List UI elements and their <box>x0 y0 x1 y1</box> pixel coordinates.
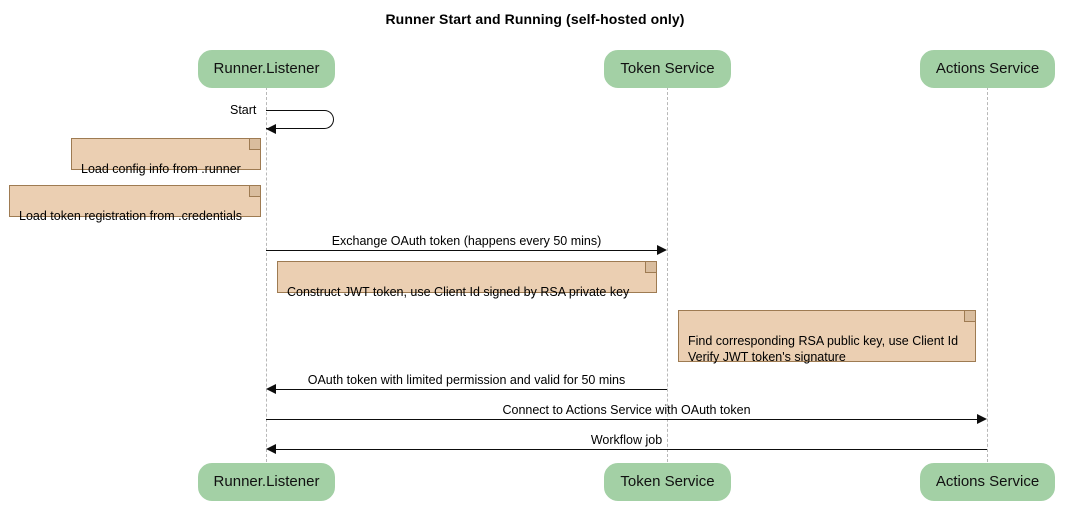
note-load-config-text: Load config info from .runner <box>81 162 241 176</box>
self-message-start-arrowhead <box>266 124 276 134</box>
msg-exchange-token-arrowhead <box>657 245 667 255</box>
note-fold-icon <box>249 186 260 197</box>
msg-exchange-token-line <box>266 250 658 251</box>
msg-workflow-job-label: Workflow job <box>590 433 663 447</box>
msg-exchange-token-label: Exchange OAuth token (happens every 50 m… <box>331 234 602 248</box>
msg-oauth-token-label: OAuth token with limited permission and … <box>307 373 626 387</box>
note-verify-jwt: Find corresponding RSA public key, use C… <box>678 310 976 364</box>
participant-actions-top[interactable]: Actions Service <box>920 50 1055 88</box>
note-fold-icon <box>249 139 260 150</box>
note-load-token: Load token registration from .credential… <box>9 185 261 223</box>
note-load-token-text: Load token registration from .credential… <box>19 209 243 223</box>
msg-workflow-job-arrowhead <box>266 444 276 454</box>
note-fold-icon <box>645 262 656 273</box>
note-construct-jwt: Construct JWT token, use Client Id signe… <box>277 261 657 299</box>
msg-oauth-token-arrowhead <box>266 384 276 394</box>
participant-runner-top[interactable]: Runner.Listener <box>198 50 335 88</box>
note-load-config: Load config info from .runner <box>71 138 261 176</box>
participant-runner-bottom[interactable]: Runner.Listener <box>198 463 335 501</box>
lifeline-actions <box>987 87 988 462</box>
participant-actions-bottom[interactable]: Actions Service <box>920 463 1055 501</box>
msg-connect-actions-line <box>266 419 978 420</box>
msg-workflow-job-line <box>276 449 987 450</box>
note-verify-jwt-text: Find corresponding RSA public key, use C… <box>688 334 959 364</box>
note-fold-icon <box>964 311 975 322</box>
msg-oauth-token-line <box>276 389 667 390</box>
lifeline-runner <box>266 87 267 462</box>
self-message-start-label: Start <box>230 103 257 117</box>
page-title: Runner Start and Running (self-hosted on… <box>385 11 685 27</box>
note-construct-jwt-text: Construct JWT token, use Client Id signe… <box>287 285 630 299</box>
participant-token-top[interactable]: Token Service <box>604 50 731 88</box>
participant-token-bottom[interactable]: Token Service <box>604 463 731 501</box>
lifeline-token <box>667 87 668 462</box>
msg-connect-actions-label: Connect to Actions Service with OAuth to… <box>502 403 751 417</box>
self-message-start-loop <box>266 110 334 129</box>
msg-connect-actions-arrowhead <box>977 414 987 424</box>
